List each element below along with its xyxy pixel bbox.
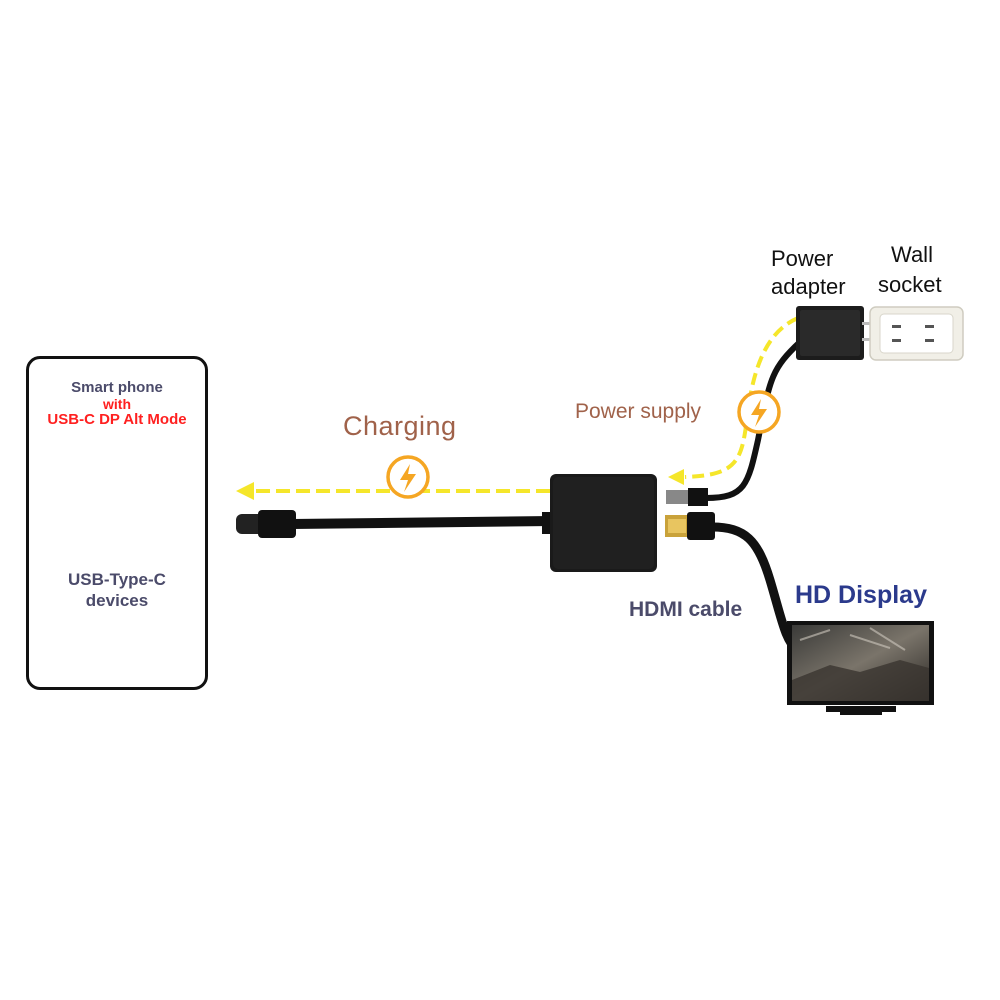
power-adapter-label-line1: Power	[771, 246, 834, 271]
micro-usb-plug	[666, 488, 708, 506]
devices-panel: Smart phone with USB-C DP Alt Mode USB-T…	[26, 356, 208, 690]
hdmi-plug	[665, 512, 715, 540]
usb-type-c-label: USB-Type-C	[68, 570, 166, 589]
tv-image	[787, 621, 934, 715]
power-supply-bolt-icon	[737, 390, 781, 434]
hd-display-label: HD Display	[795, 581, 927, 609]
smartphone-label: Smart phone	[71, 379, 163, 396]
charging-bolt-icon	[386, 455, 430, 499]
wall-socket-label-line1: Wall	[891, 242, 933, 267]
power-supply-label: Power supply	[575, 400, 702, 423]
charging-arrowhead	[236, 482, 254, 500]
power-cable	[705, 339, 803, 501]
wall-socket-image	[869, 306, 964, 361]
usb-c-plug	[236, 510, 296, 538]
usb-c-cable	[287, 516, 557, 529]
adapter-body	[542, 474, 657, 572]
charging-label: Charging	[343, 411, 457, 441]
power-adapter-image	[796, 306, 874, 360]
power-adapter-label-line2: adapter	[771, 274, 846, 299]
flow-arrows	[236, 316, 799, 500]
power-arrowhead	[668, 469, 684, 485]
hdmi-cable-label: HDMI cable	[629, 598, 743, 621]
smartphone-label-with: with	[103, 396, 131, 412]
hdmi-cable-line	[711, 522, 801, 654]
dp-alt-mode-label: USB-C DP Alt Mode	[47, 411, 187, 428]
wall-socket-label-line2: socket	[878, 272, 942, 297]
power-arrow-line	[684, 316, 799, 479]
usb-devices-label: devices	[85, 591, 149, 610]
